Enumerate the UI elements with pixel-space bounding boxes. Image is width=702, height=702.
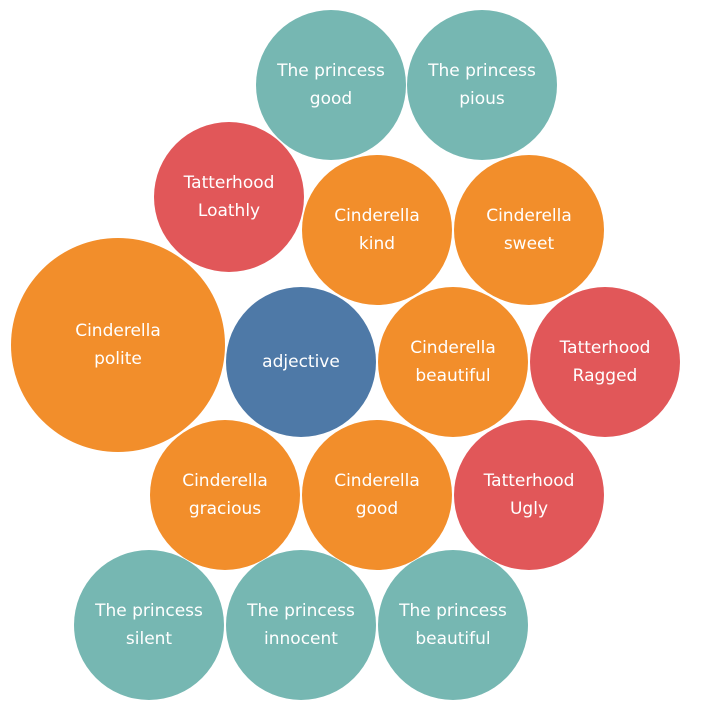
bubble-word-label: adjective xyxy=(262,352,340,372)
bubble-circle xyxy=(11,238,225,452)
bubble-group-label: Tatterhood xyxy=(183,173,275,193)
bubble-circle xyxy=(378,287,528,437)
bubble-word-label: silent xyxy=(126,629,173,649)
bubble-the-princess-silent: The princess silent xyxy=(74,550,224,700)
bubble-circle xyxy=(226,550,376,700)
bubble-circle xyxy=(530,287,680,437)
bubble-word-label: beautiful xyxy=(415,629,490,649)
bubble-circle xyxy=(378,550,528,700)
bubble-word-label: good xyxy=(310,89,352,109)
bubble-word-label: innocent xyxy=(264,629,338,649)
bubble-word-label: gracious xyxy=(189,499,261,519)
bubble-adjective-adjective: adjective xyxy=(226,287,376,437)
bubble-word-label: Loathly xyxy=(198,201,260,221)
bubble-word-label: beautiful xyxy=(415,366,490,386)
bubble-group-label: Cinderella xyxy=(410,338,496,358)
bubble-word-label: polite xyxy=(94,349,142,369)
bubble-circle xyxy=(226,287,376,437)
bubble-cinderella-gracious: Cinderella gracious xyxy=(150,420,300,570)
bubble-group-label: Cinderella xyxy=(334,206,420,226)
bubble-group-label: Cinderella xyxy=(75,321,161,341)
bubble-word-label: good xyxy=(356,499,398,519)
bubble-circle xyxy=(302,420,452,570)
bubble-group-label: The princess xyxy=(398,601,507,621)
bubble-the-princess-beautiful: The princess beautiful xyxy=(378,550,528,700)
bubble-cinderella-beautiful: Cinderella beautiful xyxy=(378,287,528,437)
bubble-group-label: Cinderella xyxy=(486,206,572,226)
bubble-group-label: Cinderella xyxy=(334,471,420,491)
bubble-word-label: kind xyxy=(359,234,395,254)
bubble-circle xyxy=(74,550,224,700)
bubble-circle xyxy=(154,122,304,272)
bubble-group-label: The princess xyxy=(246,601,355,621)
bubble-group-label: Cinderella xyxy=(182,471,268,491)
bubble-group-label: The princess xyxy=(276,61,385,81)
bubble-word-label: Ugly xyxy=(510,499,548,519)
bubble-the-princess-innocent: The princess innocent xyxy=(226,550,376,700)
bubble-circle xyxy=(302,155,452,305)
bubble-group-label: The princess xyxy=(427,61,536,81)
bubble-cinderella-good: Cinderella good xyxy=(302,420,452,570)
bubble-cinderella-polite: Cinderella polite xyxy=(11,238,225,452)
bubble-group-label: Tatterhood xyxy=(483,471,575,491)
bubble-the-princess-good: The princess good xyxy=(256,10,406,160)
bubble-circle xyxy=(454,155,604,305)
bubble-circle xyxy=(407,10,557,160)
bubble-circle xyxy=(150,420,300,570)
bubble-group-label: Tatterhood xyxy=(559,338,651,358)
bubble-the-princess-pious: The princess pious xyxy=(407,10,557,160)
bubble-word-label: sweet xyxy=(504,234,555,254)
bubble-circle xyxy=(256,10,406,160)
bubble-group-label: The princess xyxy=(94,601,203,621)
bubble-cinderella-kind: Cinderella kind xyxy=(302,155,452,305)
bubble-cinderella-sweet: Cinderella sweet xyxy=(454,155,604,305)
bubble-word-label: Ragged xyxy=(573,366,638,386)
bubble-word-label: pious xyxy=(459,89,505,109)
bubble-circle xyxy=(454,420,604,570)
